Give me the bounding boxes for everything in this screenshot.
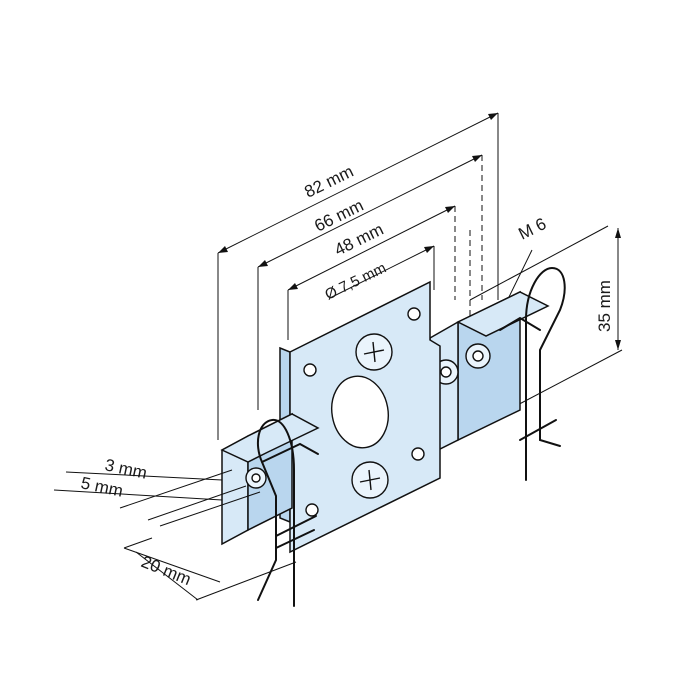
label-7-5mm: Ø 7,5 mm	[322, 259, 389, 303]
label-35mm: 35 mm	[595, 280, 614, 332]
label-82mm: 82 mm	[301, 162, 356, 202]
mounting-plate	[279, 280, 441, 554]
label-5mm: 5 mm	[79, 473, 125, 500]
right-wire-pin	[525, 266, 566, 481]
phillips-screw-bottom	[351, 461, 389, 499]
phillips-screw-top	[355, 333, 393, 371]
right-clip-bracket	[429, 266, 566, 481]
left-clip-bracket	[220, 412, 320, 607]
left-wire-pin	[256, 418, 295, 607]
label-m6: M 6	[515, 214, 549, 244]
width-dimension-lines	[217, 112, 499, 440]
offset-dimension-lines	[53, 469, 297, 601]
label-20mm: 20 mm	[139, 552, 194, 589]
center-hole	[331, 375, 389, 449]
